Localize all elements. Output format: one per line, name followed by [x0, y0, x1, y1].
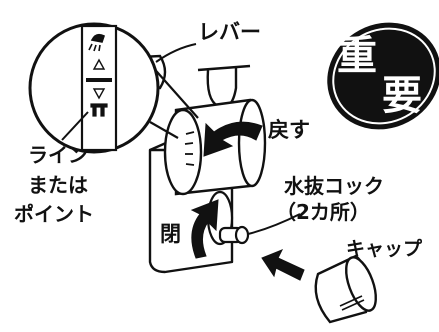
line-point-label-3: ポイント [14, 202, 94, 226]
drain-cock-label: 水抜コック [284, 174, 384, 198]
important-badge [327, 22, 439, 130]
lever-label-leader [155, 43, 197, 63]
return-label: 戻す [268, 118, 310, 142]
line-label-leader [61, 111, 89, 141]
shower-icon [88, 33, 105, 52]
badge-char-2: 要 [382, 73, 422, 119]
drain-cock-count-label: （2カ所） [276, 200, 370, 224]
closed-label: 閉 [160, 222, 181, 246]
close-triangle-icon [92, 88, 106, 100]
lever-label: レバー [198, 20, 261, 44]
badge-char-1: 重 [337, 33, 377, 79]
line-point-label-2: または [28, 173, 88, 197]
drain-cock-leader [247, 213, 301, 235]
cap-part [314, 254, 377, 324]
return-arrow [203, 121, 263, 157]
close-arrow [190, 199, 219, 259]
scale-ticks [184, 131, 195, 166]
cap-label: キャップ [346, 238, 423, 260]
open-triangle-icon [92, 58, 106, 70]
line-point-label-1: ライン [28, 143, 88, 167]
insert-cap-arrow [261, 249, 305, 281]
faucet-icon [90, 103, 108, 117]
